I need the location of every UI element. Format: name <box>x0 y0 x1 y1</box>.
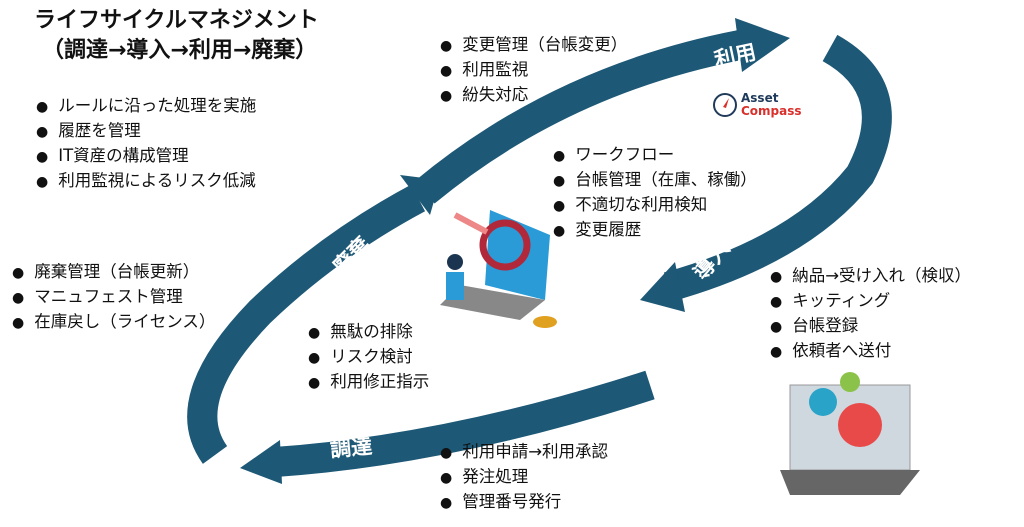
arrowhead-choutatsu <box>240 440 282 484</box>
ribbon-dounyu <box>663 34 892 302</box>
logo-line1: Asset <box>741 91 779 105</box>
phase-label-choutatsu: 調達 <box>329 434 374 462</box>
list-haiki: 廃棄管理（台帳更新） マニュフェスト管理 在庫戻し（ライセンス） <box>12 260 215 335</box>
list-general: ルールに沿った処理を実施 履歴を管理 IT資産の構成管理 利用監視によるリスク低… <box>36 94 256 194</box>
list-riyou: 変更管理（台帳変更） 利用監視 紛失対応 <box>440 33 627 108</box>
list-item: 廃棄管理（台帳更新） <box>12 260 215 285</box>
list-item: 発注処理 <box>440 465 608 490</box>
list-dounyu: 納品→受け入れ（検収） キッティング 台帳登録 依頼者へ送付 <box>770 264 971 364</box>
ribbon-choutatsu <box>273 370 655 477</box>
list-center: ワークフロー 台帳管理（在庫、稼働） 不適切な利用検知 変更履歴 <box>553 143 757 243</box>
arrowhead-dounyu <box>640 262 685 312</box>
list-choutatsu: 利用申請→利用承認 発注処理 管理番号発行 <box>440 440 608 515</box>
list-item: 利用監視によるリスク低減 <box>36 169 256 194</box>
list-item: 無駄の排除 <box>308 320 429 345</box>
list-item: リスク検討 <box>308 345 429 370</box>
arrowhead-haiki <box>400 175 440 215</box>
list-item: ワークフロー <box>553 143 757 168</box>
list-improve: 無駄の排除 リスク検討 利用修正指示 <box>308 320 429 395</box>
diagram-title: ライフサイクルマネジメント （調達→導入→利用→廃棄） <box>34 6 319 66</box>
list-item: 変更履歴 <box>553 218 757 243</box>
logo-line2: Compass <box>741 104 802 118</box>
list-item: 紛失対応 <box>440 83 627 108</box>
list-item: IT資産の構成管理 <box>36 144 256 169</box>
list-item: 台帳管理（在庫、稼働） <box>553 168 757 193</box>
list-item: 台帳登録 <box>770 314 971 339</box>
list-item: ルールに沿った処理を実施 <box>36 94 256 119</box>
list-item: 利用修正指示 <box>308 370 429 395</box>
arrowhead-riyou <box>735 18 790 72</box>
list-item: 利用申請→利用承認 <box>440 440 608 465</box>
list-item: キッティング <box>770 289 971 314</box>
monitor-magnifier-illustration <box>440 210 557 328</box>
list-item: 履歴を管理 <box>36 119 256 144</box>
list-item: 変更管理（台帳変更） <box>440 33 627 58</box>
title-line2: （調達→導入→利用→廃棄） <box>42 38 318 63</box>
list-item: マニュフェスト管理 <box>12 285 215 310</box>
list-item: 在庫戻し（ライセンス） <box>12 310 215 335</box>
list-item: 利用監視 <box>440 58 627 83</box>
ribbon-haiki <box>187 184 426 464</box>
list-item: 依頼者へ送付 <box>770 339 971 364</box>
gears-laptop-illustration <box>780 372 920 495</box>
compass-icon <box>713 93 737 117</box>
list-item: 納品→受け入れ（検収） <box>770 264 971 289</box>
list-item: 管理番号発行 <box>440 490 608 515</box>
list-item: 不適切な利用検知 <box>553 193 757 218</box>
title-line1: ライフサイクルマネジメント <box>34 8 319 33</box>
